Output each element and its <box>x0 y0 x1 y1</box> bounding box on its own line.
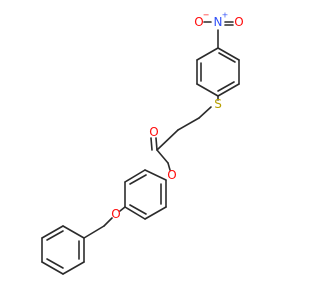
nitrophenyl-ring <box>196 47 240 97</box>
ester-oxygen-label: O <box>167 168 176 182</box>
ether-oxygen-label: O <box>111 207 120 221</box>
benzyl-ring <box>41 225 85 275</box>
nitro-nitrogen-label: N <box>214 15 223 29</box>
thioether-chain <box>156 95 219 151</box>
nitro-nitrogen-charge: + <box>222 11 229 20</box>
carbonyl-bonds <box>150 137 171 171</box>
atom-labels: O − N + O S O O O <box>111 11 243 222</box>
phenoxy-ring <box>124 169 167 220</box>
nitro-group-bonds <box>203 21 234 49</box>
molecule-structure-diagram: O − N + O S O O O <box>41 11 244 275</box>
benzyl-ether-bonds <box>83 206 126 239</box>
carbonyl-oxygen-label: O <box>149 125 158 139</box>
nitro-oxygen-label-2: O <box>234 15 243 29</box>
nitro-oxygen-label: O <box>194 15 203 29</box>
sulfur-label: S <box>214 97 222 111</box>
nitro-oxygen-charge: − <box>203 11 210 20</box>
